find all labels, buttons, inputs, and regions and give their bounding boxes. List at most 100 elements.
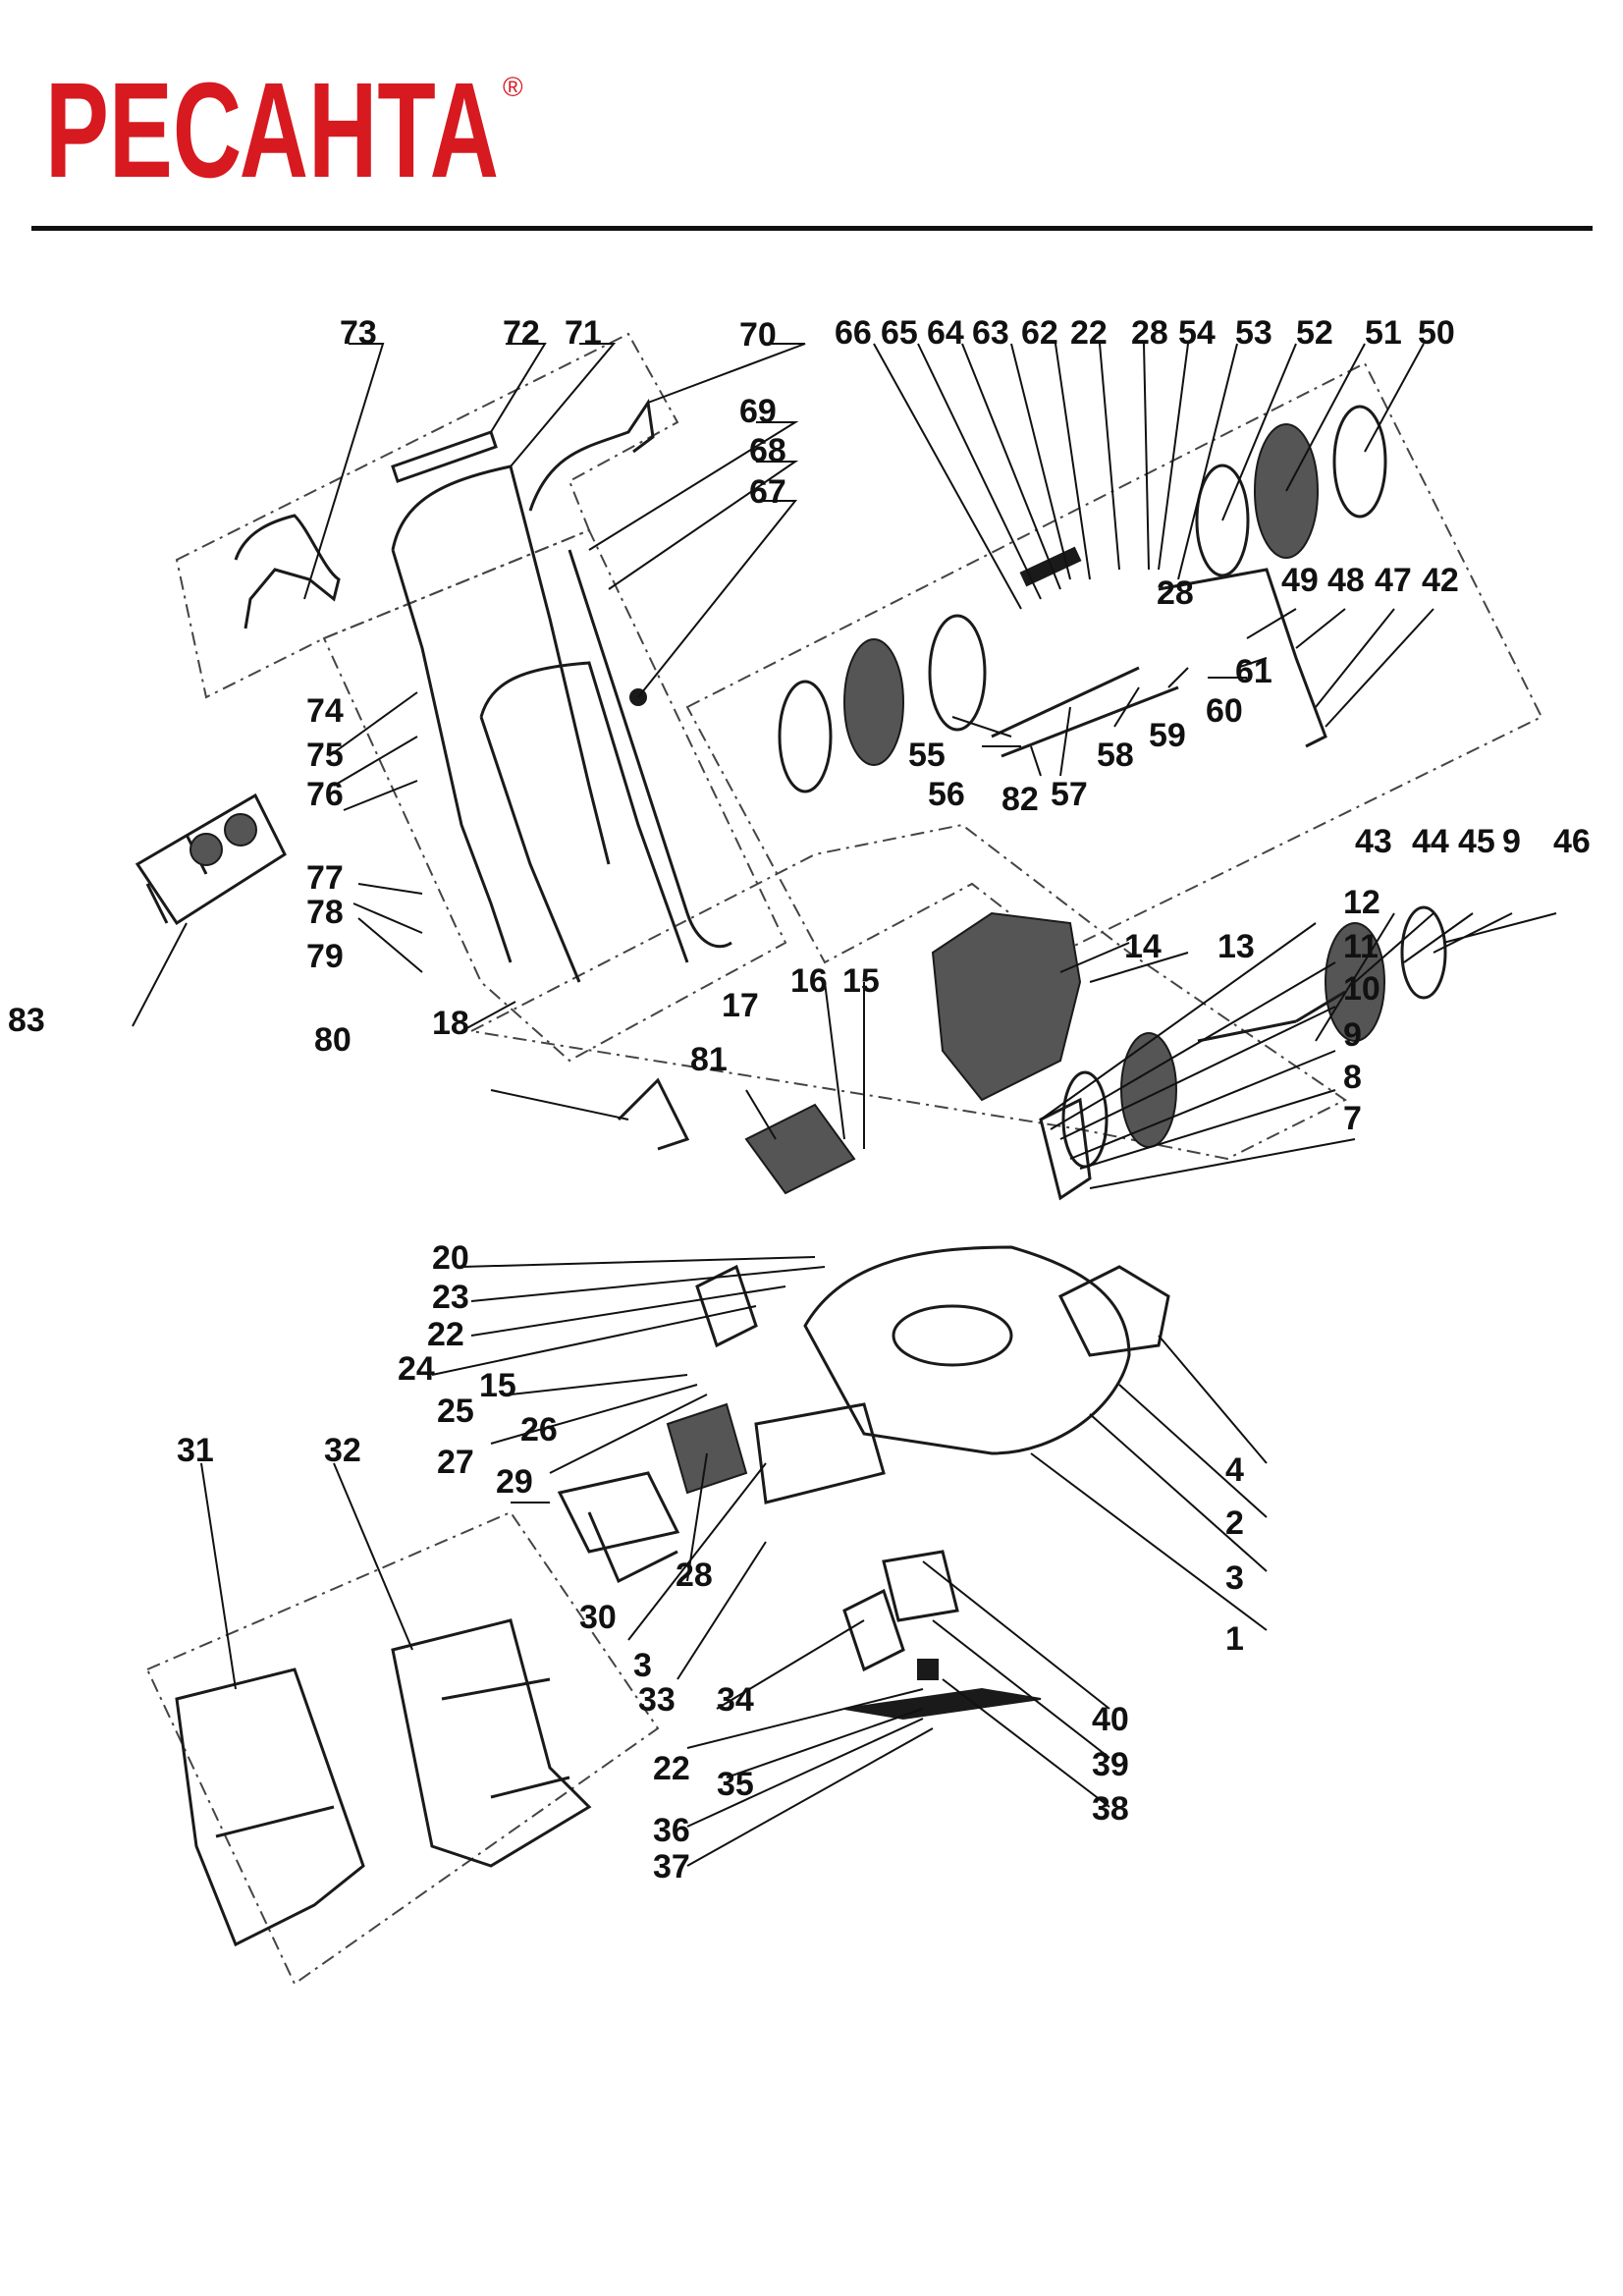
part-32-bag: [391, 1618, 592, 1868]
callout-59: 59: [1149, 717, 1186, 754]
callout-64: 64: [927, 314, 964, 352]
callout-labels: 1 2 3 3 4 7 8 9 9 10 11 12 13 14 15 15 1…: [8, 314, 1591, 1886]
callout-65: 65: [881, 314, 918, 352]
part-deck-opening: [892, 1304, 1013, 1367]
callout-73: 73: [340, 314, 377, 352]
callout-50: 50: [1418, 314, 1455, 352]
part-22-bracket: [695, 1264, 758, 1348]
callout-3b: 3: [633, 1647, 652, 1684]
part-39-belt: [882, 1550, 959, 1622]
callout-82: 82: [1001, 781, 1039, 818]
part-70-lever: [528, 398, 655, 512]
part-31-frame: [175, 1667, 365, 1947]
callout-81: 81: [690, 1041, 728, 1078]
callout-13: 13: [1217, 928, 1255, 965]
part-57-axle: [991, 666, 1179, 758]
part-33-plate: [754, 1402, 886, 1504]
part-14-engine: [931, 911, 1082, 1102]
callout-76: 76: [306, 776, 344, 813]
callout-69: 69: [739, 393, 777, 430]
callout-74: 74: [306, 692, 344, 730]
callout-31: 31: [177, 1432, 214, 1469]
callout-42: 42: [1422, 562, 1459, 599]
callout-55: 55: [908, 737, 946, 774]
callout-43: 43: [1355, 823, 1392, 860]
callout-28: 28: [1131, 314, 1168, 352]
leader-lines: [132, 343, 1557, 1867]
part-4-flap: [1057, 1265, 1170, 1357]
callout-14: 14: [1124, 928, 1162, 965]
callout-22c: 22: [653, 1750, 690, 1787]
callout-16: 16: [790, 962, 828, 1000]
callout-28c: 28: [676, 1557, 713, 1594]
part-71-upper-handle: [391, 465, 611, 963]
callout-44: 44: [1412, 823, 1449, 860]
part-38-adapter: [917, 1659, 939, 1680]
callout-32: 32: [324, 1432, 361, 1469]
callout-4: 4: [1225, 1451, 1244, 1489]
callout-3: 3: [1225, 1559, 1244, 1597]
callout-51: 51: [1365, 314, 1402, 352]
logo-wordmark: РЕСАНТА: [45, 61, 499, 198]
callout-30: 30: [579, 1599, 617, 1636]
callout-53: 53: [1235, 314, 1272, 352]
handle-top-group: [175, 332, 679, 699]
callout-57: 57: [1051, 776, 1088, 813]
callout-34: 34: [717, 1681, 754, 1719]
callout-70: 70: [739, 316, 777, 354]
callout-11: 11: [1343, 928, 1379, 965]
callout-12: 12: [1343, 884, 1380, 921]
callout-67: 67: [749, 473, 786, 511]
callout-39: 39: [1092, 1746, 1129, 1783]
logo-registered-mark: ®: [503, 72, 523, 102]
part-34-fan: [842, 1588, 905, 1672]
callout-36: 36: [653, 1812, 690, 1849]
callout-68: 68: [749, 432, 786, 469]
callout-22b: 22: [427, 1316, 464, 1353]
callout-54: 54: [1178, 314, 1216, 352]
part-61-lever: [1158, 568, 1327, 748]
header-divider: [31, 226, 1593, 231]
callout-62: 62: [1021, 314, 1058, 352]
part-28-mulch-plug: [666, 1402, 748, 1495]
part-wheel-rear-left-outer: [778, 680, 833, 793]
callout-83: 83: [8, 1002, 45, 1039]
deck-group: [467, 823, 1347, 1161]
callout-47: 47: [1375, 562, 1412, 599]
callout-46: 46: [1553, 823, 1591, 860]
callout-26: 26: [520, 1411, 558, 1449]
callout-18: 18: [432, 1005, 469, 1042]
callout-27: 27: [437, 1444, 474, 1481]
part-50-cap: [1332, 405, 1387, 519]
callout-72: 72: [503, 314, 540, 352]
callout-37: 37: [653, 1848, 690, 1886]
callout-66: 66: [835, 314, 872, 352]
callout-79: 79: [306, 938, 344, 975]
callout-61: 61: [1235, 653, 1272, 690]
resanta-logo: РЕСАНТА ®: [45, 61, 523, 198]
callout-45: 45: [1458, 823, 1495, 860]
part-wheel-rear-left-tire: [843, 638, 904, 766]
callout-38: 38: [1092, 1790, 1129, 1828]
callout-75: 75: [306, 737, 344, 774]
part-7-plate: [1039, 1097, 1092, 1201]
callout-28b: 28: [1157, 574, 1194, 612]
part-30-flap: [557, 1471, 680, 1584]
callout-49: 49: [1281, 562, 1319, 599]
callout-40: 40: [1092, 1701, 1129, 1738]
part-18-bracket: [617, 1077, 690, 1151]
callout-7: 7: [1343, 1100, 1362, 1137]
part-83-dial-2: [224, 813, 257, 847]
callout-1: 1: [1225, 1620, 1244, 1658]
callout-35: 35: [717, 1766, 754, 1803]
callout-15b: 15: [479, 1367, 516, 1404]
part-17-guard: [744, 1103, 856, 1195]
callout-58: 58: [1097, 737, 1134, 774]
callout-80: 80: [314, 1021, 352, 1059]
part-35-blade: [843, 1687, 1042, 1721]
callout-60: 60: [1206, 692, 1243, 730]
part-83-dial-1: [189, 833, 223, 866]
callout-25: 25: [437, 1393, 474, 1430]
callout-77: 77: [306, 859, 344, 897]
callout-22: 22: [1070, 314, 1108, 352]
